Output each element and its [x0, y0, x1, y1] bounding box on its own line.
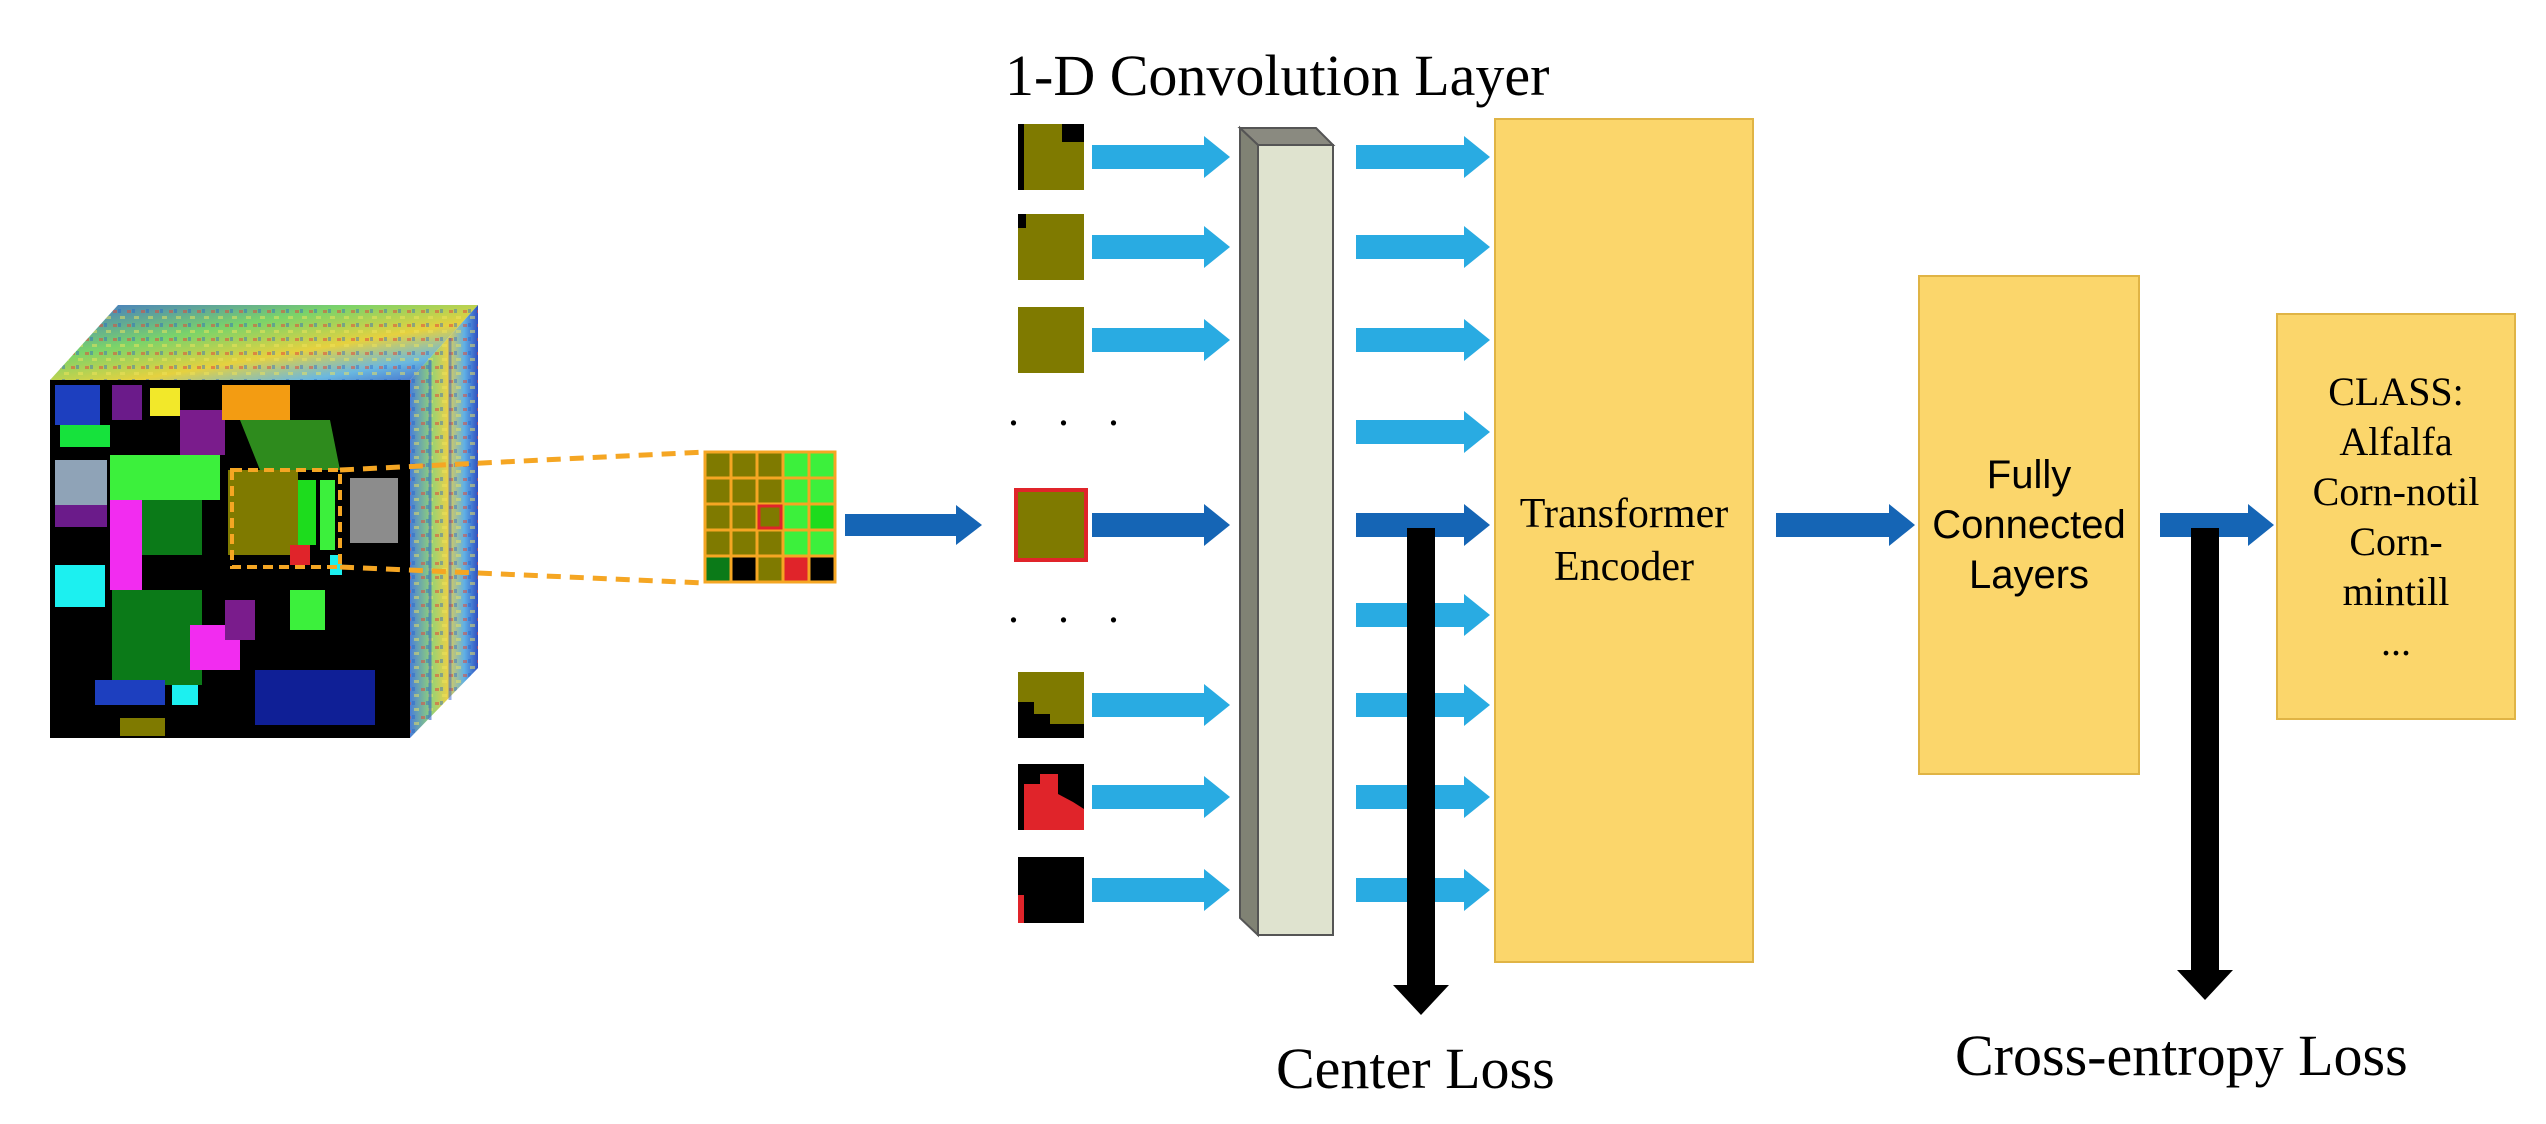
token-to-conv-arrow — [1092, 776, 1230, 818]
patch-cell — [755, 554, 785, 584]
ellipsis-bottom: . . . — [1008, 583, 1133, 632]
patch-cell — [781, 476, 811, 506]
center-loss-label: Center Loss — [1276, 1036, 1555, 1101]
patch-cell — [729, 528, 759, 558]
transformer-label-line-2: Encoder — [1554, 543, 1694, 590]
patch-cell — [755, 476, 785, 506]
cube-patch-highlight — [230, 449, 706, 586]
patch-cell — [807, 554, 837, 584]
patch-cell — [729, 502, 759, 532]
cross-entropy-loss-label: Cross-entropy Loss — [1955, 1023, 2408, 1088]
fully-connected-block: Fully Connected Layers — [1918, 275, 2140, 775]
token-thumbnail — [1018, 124, 1084, 190]
encoder-to-fc-arrow — [1776, 504, 1915, 546]
patch-cell — [781, 502, 811, 532]
patch-cell — [703, 476, 733, 506]
token-thumbnail — [1018, 672, 1084, 738]
patch-cell — [729, 554, 759, 584]
hyperspectral-cube — [50, 305, 478, 738]
patch-to-tokens-arrow — [845, 505, 982, 545]
class-label-line-6: ... — [2380, 618, 2411, 664]
patch-cell — [807, 476, 837, 506]
patch-cell — [755, 502, 785, 532]
patch-cell — [807, 502, 837, 532]
conv-bar-front — [1257, 144, 1334, 936]
fc-label-line-3: Layers — [1968, 553, 2090, 597]
extracted-patch-grid — [703, 450, 837, 584]
patch-cell — [703, 528, 733, 558]
fc-label-line-2: Connected — [1932, 503, 2126, 547]
patch-cell — [781, 554, 811, 584]
token-to-conv-arrow — [1092, 869, 1230, 911]
patch-cell — [729, 450, 759, 480]
conv-to-encoder-arrow — [1356, 319, 1490, 361]
conv-to-encoder-arrow — [1356, 136, 1490, 178]
class-label-line-3: Corn-notil — [2312, 468, 2480, 514]
cube-top-texture — [50, 305, 478, 380]
ellipsis-top: . . . — [1008, 386, 1133, 435]
cube-side-texture — [410, 305, 478, 738]
patch-center-cell — [757, 504, 783, 530]
cube-front-classmap — [50, 380, 410, 738]
fc-label-line-1: Fully — [1986, 453, 2072, 497]
patch-cell — [755, 528, 785, 558]
token-thumbnail — [1018, 214, 1084, 280]
conv-bar — [1237, 125, 1336, 938]
patch-cell — [703, 554, 733, 584]
patch-cell — [807, 528, 837, 558]
patch-cell — [781, 528, 811, 558]
patch-cell — [781, 450, 811, 480]
class-label-line-2: Alfalfa — [2339, 418, 2453, 464]
class-output-block: CLASS: Alfalfa Corn-notil Corn- mintill … — [2276, 313, 2516, 720]
token-thumbnail — [1018, 764, 1084, 830]
token-thumbnail — [1018, 857, 1084, 923]
token-thumbnail — [1014, 488, 1088, 562]
token-thumbnails — [1014, 124, 1088, 923]
token-to-conv-arrow — [1092, 319, 1230, 361]
class-label-line-4: Corn- — [2349, 518, 2443, 564]
patch-connector-top — [339, 449, 706, 473]
token-to-conv-arrow — [1092, 684, 1230, 726]
transformer-label-line-1: Transformer — [1519, 491, 1729, 537]
conv-to-encoder-arrow — [1356, 226, 1490, 268]
token-thumbnail — [1018, 307, 1084, 373]
center-loss-arrow — [1393, 528, 1449, 1015]
patch-cell — [729, 476, 759, 506]
class-label-line-1: CLASS: — [2328, 368, 2464, 414]
patch-cell — [807, 450, 837, 480]
patch-connector-bottom — [339, 564, 706, 586]
patch-cell — [755, 450, 785, 480]
token-to-conv-arrow — [1092, 504, 1230, 546]
patch-cell — [703, 502, 733, 532]
conv-to-encoder-arrow — [1356, 411, 1490, 453]
conv-bar-side — [1239, 125, 1259, 938]
token-to-conv-arrow — [1092, 226, 1230, 268]
conv-to-encoder-arrow — [1356, 504, 1490, 546]
transformer-encoder-block: Transformer Encoder — [1494, 118, 1754, 963]
patch-cell — [703, 450, 733, 480]
class-label-line-5: mintill — [2342, 568, 2450, 614]
cross-entropy-loss-arrow — [2177, 528, 2233, 1000]
conv-layer-title: 1-D Convolution Layer — [1005, 43, 1550, 108]
token-to-conv-arrow — [1092, 136, 1230, 178]
